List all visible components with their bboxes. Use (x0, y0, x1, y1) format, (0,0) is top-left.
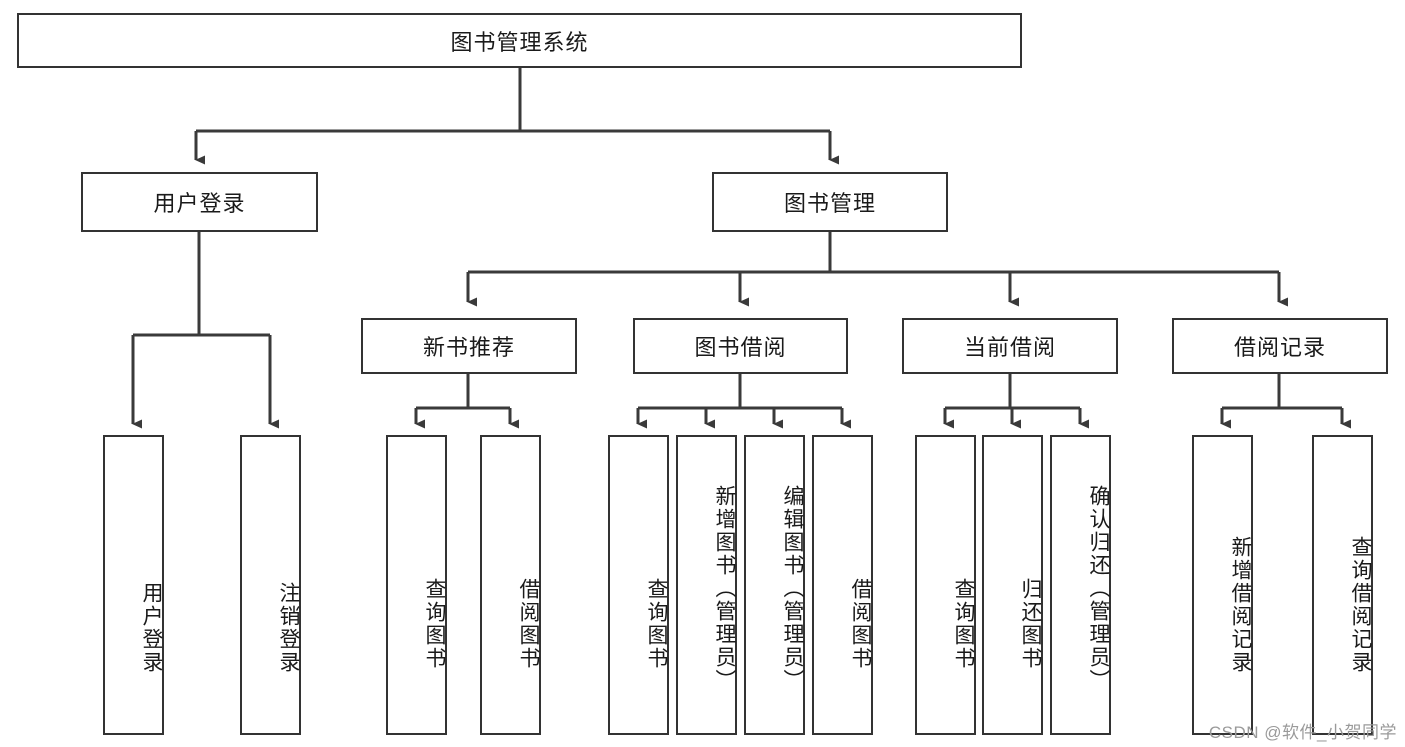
leaf-book-borrow-borrow-book[interactable]: 借阅图书 (812, 435, 873, 735)
node-label: 查询图书 (952, 578, 975, 670)
node-label: 查询借阅记录 (1349, 536, 1372, 674)
node-label: 新增借阅记录 (1229, 536, 1252, 674)
node-label: 用户登录 (153, 191, 246, 216)
leaf-book-borrow-edit-book-admin[interactable]: 编辑图书（管理员） (744, 435, 805, 735)
node-borrow-record[interactable]: 借阅记录 (1172, 318, 1388, 374)
leaf-user-login-login[interactable]: 用户登录 (103, 435, 164, 735)
node-label: 注销登录 (277, 582, 300, 674)
node-label: 图书管理系统 (450, 29, 589, 55)
node-label: 新增图书（管理员） (713, 484, 736, 692)
node-label: 借阅图书 (517, 578, 540, 670)
node-label: 新书推荐 (422, 335, 515, 360)
leaf-user-login-logout[interactable]: 注销登录 (240, 435, 301, 735)
leaf-book-borrow-query-book[interactable]: 查询图书 (608, 435, 669, 735)
leaf-new-book-query-book[interactable]: 查询图书 (386, 435, 447, 735)
leaf-book-borrow-add-book-admin[interactable]: 新增图书（管理员） (676, 435, 737, 735)
node-new-book-recommend[interactable]: 新书推荐 (361, 318, 577, 374)
node-label: 确认归还（管理员） (1087, 484, 1110, 692)
node-user-login[interactable]: 用户登录 (81, 172, 318, 232)
node-label: 查询图书 (423, 578, 446, 670)
node-label: 图书管理 (783, 191, 876, 216)
node-book-management[interactable]: 图书管理 (712, 172, 948, 232)
node-label: 查询图书 (645, 578, 668, 670)
leaf-current-borrow-confirm-return-admin[interactable]: 确认归还（管理员） (1050, 435, 1111, 735)
node-label: 归还图书 (1019, 578, 1042, 670)
leaf-current-borrow-query-book[interactable]: 查询图书 (915, 435, 976, 735)
leaf-current-borrow-return-book[interactable]: 归还图书 (982, 435, 1043, 735)
node-label: 当前借阅 (963, 335, 1056, 360)
node-current-borrow[interactable]: 当前借阅 (902, 318, 1118, 374)
watermark-text: CSDN @软件_小贺同学 (1208, 723, 1397, 742)
node-label: 用户登录 (140, 582, 163, 674)
node-label: 图书借阅 (694, 335, 787, 360)
node-book-borrow[interactable]: 图书借阅 (633, 318, 848, 374)
leaf-new-book-borrow-book[interactable]: 借阅图书 (480, 435, 541, 735)
node-label: 借阅记录 (1233, 335, 1326, 360)
node-label: 借阅图书 (849, 578, 872, 670)
leaf-borrow-record-query-record[interactable]: 查询借阅记录 (1312, 435, 1373, 735)
node-root-book-management-system[interactable]: 图书管理系统 (17, 13, 1022, 68)
leaf-borrow-record-add-record[interactable]: 新增借阅记录 (1192, 435, 1253, 735)
node-label: 编辑图书（管理员） (781, 484, 804, 692)
